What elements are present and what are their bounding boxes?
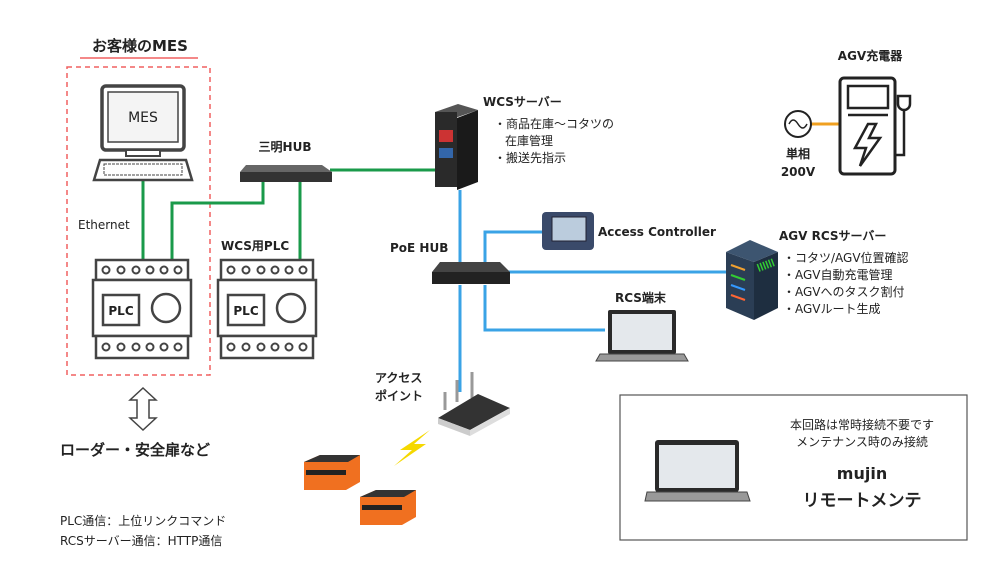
ethernet-label: Ethernet: [78, 218, 130, 232]
charger-title: AGV充電器: [838, 48, 903, 63]
loader-label: ローダー・安全扉など: [60, 441, 210, 459]
wcs-server-rack-icon: [435, 104, 478, 190]
customer-plc-icon: [91, 258, 193, 360]
rcs-server-icon: [726, 240, 778, 320]
poe-hub-label: PoE HUB: [390, 241, 448, 255]
rcs-bullet: ・AGVへのタスク割付: [783, 284, 905, 299]
rcs-bullet: ・AGVルート生成: [783, 302, 881, 316]
ethernet-cables: [141, 168, 440, 260]
power-label: 単相: [786, 146, 810, 161]
wcs-plc-inner-label: PLC: [233, 304, 258, 318]
bidirectional-arrow-icon: [128, 386, 158, 432]
wcs-server-title: WCSサーバー: [483, 95, 562, 109]
power-label: 200V: [781, 165, 816, 179]
poe-cables: [458, 190, 728, 392]
laptop-icon: [595, 310, 689, 362]
rcs-server-title: AGV RCSサーバー: [779, 229, 886, 243]
protocol-note: RCSサーバー通信：HTTP通信: [60, 534, 222, 548]
remote-title: mujin: [837, 464, 887, 483]
agv-robot-icon: [304, 455, 360, 490]
mes-label: MES: [128, 110, 158, 126]
access-controller-icon: [542, 212, 594, 250]
remote-note: メンテナンス時のみ接続: [796, 434, 928, 449]
plc-label: PLC: [108, 304, 133, 318]
customer-boundary: [66, 66, 211, 376]
access-point-label: ポイント: [375, 388, 423, 403]
protocol-note: PLC通信：上位リンクコマンド: [60, 513, 226, 528]
wcs-bullet: 在庫管理: [505, 133, 553, 148]
ac-power-source-icon: [784, 110, 812, 138]
access-controller-label: Access Controller: [598, 225, 716, 239]
wireless-router-icon: [438, 372, 510, 436]
mes-computer-icon: [92, 84, 194, 182]
rcs-bullet: ・AGV自動充電管理: [783, 267, 893, 282]
wcs-plc-icon: [216, 258, 318, 360]
ev-charger-icon: [838, 76, 912, 176]
remote-title: リモートメンテ: [803, 491, 922, 511]
poe-hub-icon: [432, 262, 510, 284]
wcs-bullet: ・搬送先指示: [494, 150, 566, 165]
access-point-label: アクセス: [375, 371, 422, 385]
hub-label: 三明HUB: [259, 140, 312, 154]
remote-laptop-icon: [644, 440, 751, 502]
rcs-bullet: ・コタツ/AGV位置確認: [783, 250, 909, 265]
wcs-plc-label: WCS用PLC: [221, 239, 289, 253]
customer-mes-title: お客様のMES: [92, 37, 188, 55]
hub-icon: [240, 165, 332, 182]
rcs-terminal-label: RCS端末: [615, 290, 667, 305]
agv-robot-icon: [360, 490, 416, 525]
remote-note: 本回路は常時接続不要です: [790, 417, 934, 432]
wcs-bullet: ・商品在庫〜コタツの: [494, 116, 614, 131]
wireless-signal-icon: [394, 430, 430, 466]
